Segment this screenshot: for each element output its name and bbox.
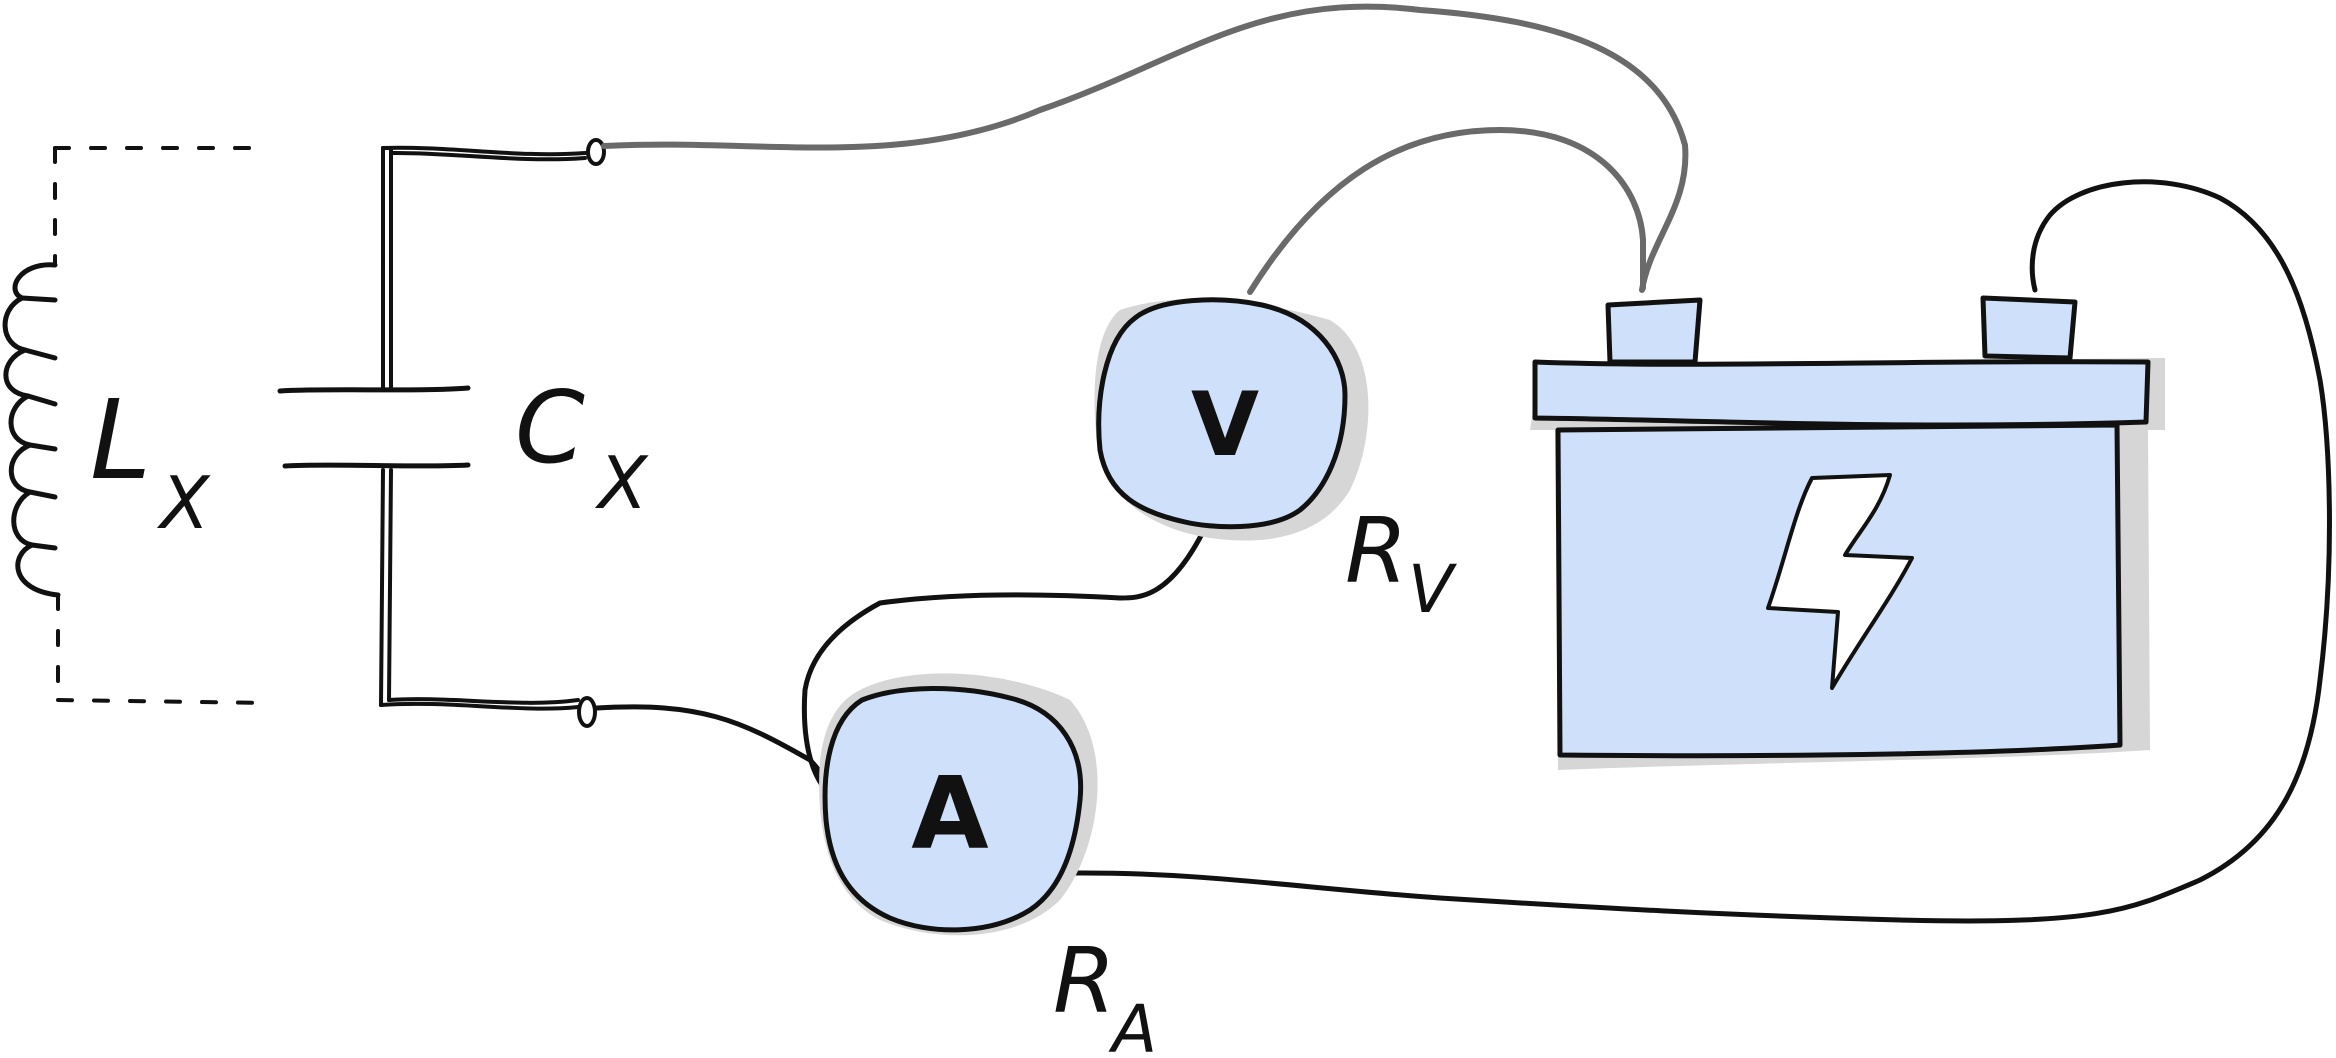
ammeter-symbol: A xyxy=(911,755,988,872)
capacitor-label-subscript: X xyxy=(594,441,649,525)
capacitor-icon xyxy=(277,146,471,707)
voltmeter-to-ammeter-wire xyxy=(801,525,1208,788)
capacitor-label: C X xyxy=(515,369,649,525)
capacitor-top-lead xyxy=(381,138,606,166)
lightning-bolt-icon xyxy=(1766,473,1914,690)
ammeter: A xyxy=(819,673,1098,936)
inductor-coil-icon xyxy=(2,262,61,598)
voltmeter-outer-wire xyxy=(601,3,1689,293)
ammeter-resistance-label-subscript: A xyxy=(1108,991,1157,1058)
battery-lid xyxy=(1532,359,2151,428)
ammeter-to-battery-wire xyxy=(1070,179,2332,924)
bottom-terminal-icon xyxy=(577,696,597,728)
voltmeter-body xyxy=(1096,297,1348,530)
battery-positive-terminal xyxy=(1980,295,2078,361)
inductor-enclosure xyxy=(53,146,272,705)
inductor-label: L X xyxy=(90,376,211,545)
voltmeter-inner-wire xyxy=(1247,127,1646,295)
voltmeter-symbol: V xyxy=(1191,373,1259,476)
ammeter-resistance-label: R A xyxy=(1053,929,1157,1058)
top-terminal-icon xyxy=(586,138,606,166)
voltmeter-resistance-label-main: R xyxy=(1345,499,1408,604)
voltmeter-resistance-label-subscript: V xyxy=(1408,551,1457,628)
ammeter-body xyxy=(822,686,1084,933)
voltmeter: V xyxy=(1094,297,1369,541)
inductor-label-subscript: X xyxy=(156,461,211,545)
ammeter-resistance-label-main: R xyxy=(1053,929,1116,1034)
capacitor-label-main: C xyxy=(515,369,585,486)
battery-negative-terminal xyxy=(1605,297,1703,365)
capacitor-bottom-lead xyxy=(379,696,597,728)
battery-icon xyxy=(1530,295,2165,770)
voltmeter-resistance-label: R V xyxy=(1345,499,1457,628)
inductor-label-main: L xyxy=(90,376,151,504)
ammeter-input-wire xyxy=(594,704,833,788)
